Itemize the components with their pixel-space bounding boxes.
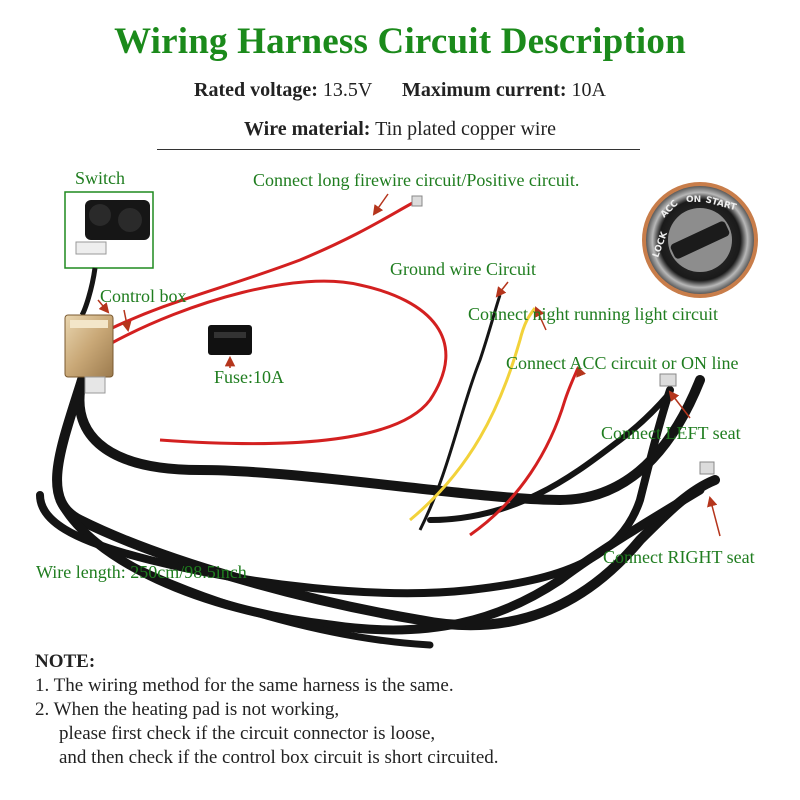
firewire-label: Connect long firewire circuit/Positive c…: [253, 170, 580, 190]
black-ground-wire: [418, 294, 502, 531]
note-line-3: please first check if the circuit connec…: [59, 723, 436, 744]
max-current-value: 10A: [571, 79, 606, 101]
rated-voltage-value: 13.5V: [322, 79, 372, 101]
electrical-specs: Rated voltage: 13.5V Maximum current: 10…: [0, 79, 800, 102]
switch-label: Switch: [75, 168, 126, 188]
braided-cable: [36, 375, 720, 649]
header-divider: [157, 149, 640, 150]
note-heading: NOTE:: [35, 651, 96, 672]
max-current-label: Maximum current:: [401, 79, 567, 101]
fuse-holder: [208, 325, 252, 355]
wire-material-label: Wire material:: [244, 118, 371, 140]
right-seat-label: Connect RIGHT seat: [603, 547, 755, 567]
wire-material-spec: Wire material: Tin plated copper wire: [0, 118, 800, 141]
wire-material-value: Tin plated copper wire: [375, 118, 556, 140]
control-box-label: Control box: [100, 286, 187, 306]
left-seat-label: Connect LEFT seat: [601, 423, 741, 443]
switch-rocker: [75, 200, 150, 255]
control-box-unit: [64, 314, 114, 394]
red-firewire: [107, 198, 419, 332]
note-line-1: 1. The wiring method for the same harnes…: [35, 675, 454, 696]
acc-label: Connect ACC circuit or ON line: [506, 353, 739, 373]
yellow-night-wire: [409, 307, 537, 522]
night-light-label: Connect night running light circuit: [468, 304, 718, 324]
ignition-lock: LOCK ACC ON START: [642, 182, 758, 298]
red-ground-loop: [107, 279, 448, 446]
ground-label: Ground wire Circuit: [390, 259, 536, 279]
wire-length-label: Wire length: 250cm/98.5inch: [36, 562, 247, 582]
pointer-arrows: [97, 193, 721, 537]
note-line-2: 2. When the heating pad is not working,: [35, 699, 340, 720]
red-acc-wire: [469, 367, 580, 537]
note-line-4: and then check if the control box circui…: [59, 747, 499, 768]
note-section: NOTE: 1. The wiring method for the same …: [35, 650, 499, 770]
wire-end-connectors: [411, 195, 715, 475]
page-title: Wiring Harness Circuit Description: [114, 21, 686, 62]
fuse-label: Fuse:10A: [214, 367, 285, 387]
ign-on-label: ON: [686, 195, 701, 205]
switch-highlight-box: [64, 191, 154, 269]
rated-voltage-label: Rated voltage:: [194, 79, 318, 101]
